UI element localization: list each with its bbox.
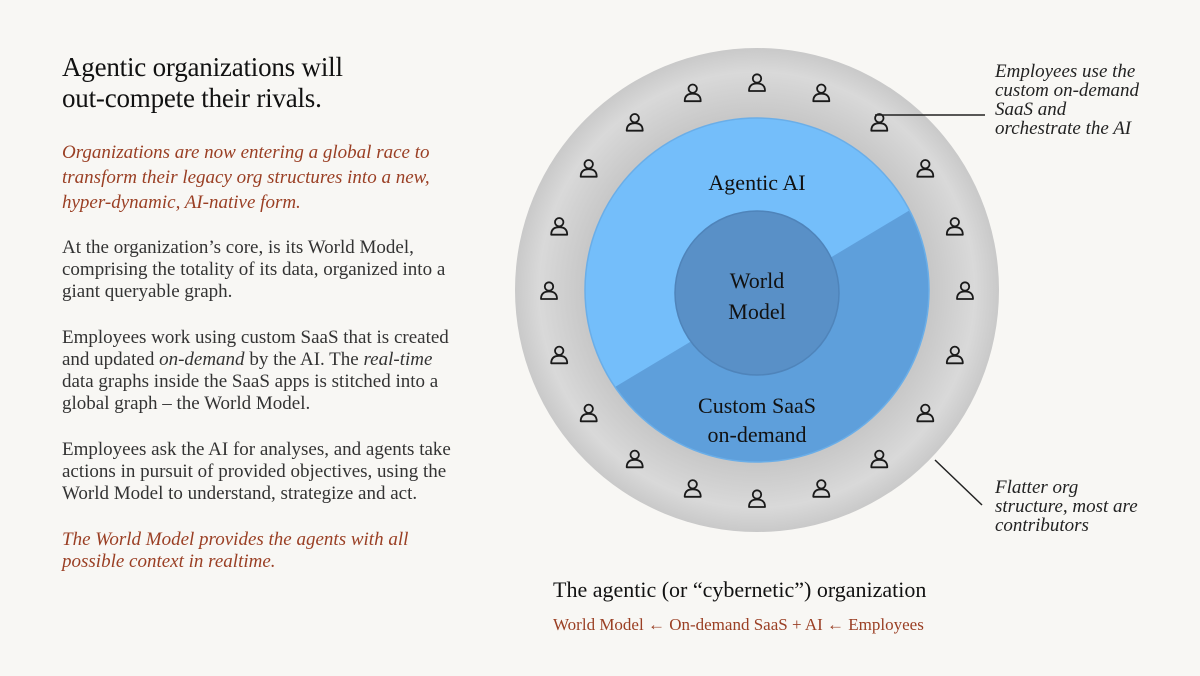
on-demand-emphasis: on-demand [159, 349, 245, 370]
text-column: Agentic organizations will out-compete t… [62, 52, 462, 573]
saas-paragraph: Employees work using custom SaaS that is… [62, 327, 462, 415]
title-line-1: Agentic organizations will [62, 52, 343, 82]
title-line-2: out-compete their rivals. [62, 83, 322, 113]
agents-paragraph: Employees ask the AI for analyses, and a… [62, 439, 451, 504]
diagram-caption: The agentic (or “cybernetic”) organizati… [553, 577, 927, 602]
custom-saas-label-line-1: Custom SaaS [698, 393, 816, 418]
callout-flatter-org: Flatter org structure, most are contribu… [995, 477, 1138, 536]
callout-employees-use-saas: Employees use the custom on-demand SaaS … [995, 61, 1140, 139]
saas-paragraph-part-a: Employees work using custom SaaS that is… [62, 327, 449, 370]
real-time-emphasis: real-time [363, 349, 433, 370]
saas-paragraph-part-c: by the AI. The [244, 349, 364, 370]
saas-paragraph-part-e: data graphs inside the SaaS apps is stit… [62, 371, 439, 414]
callout-bottom-connector [934, 459, 983, 506]
diagram-subcaption: World Model ← On-demand SaaS + AI ← Empl… [553, 615, 924, 634]
closing-text: The World Model provides the agents with… [62, 529, 409, 572]
agentic-ai-label: Agentic AI [708, 170, 805, 195]
intro-text: Organizations are now entering a global … [62, 142, 430, 213]
world-model-paragraph: At the organization’s core, is its World… [62, 237, 446, 302]
world-model-core [674, 210, 840, 376]
page-title: Agentic organizations will out-compete t… [62, 52, 462, 114]
world-model-label-line-1: World [730, 268, 784, 293]
custom-saas-label-line-2: on-demand [708, 422, 807, 447]
world-model-label-line-2: Model [728, 299, 785, 324]
